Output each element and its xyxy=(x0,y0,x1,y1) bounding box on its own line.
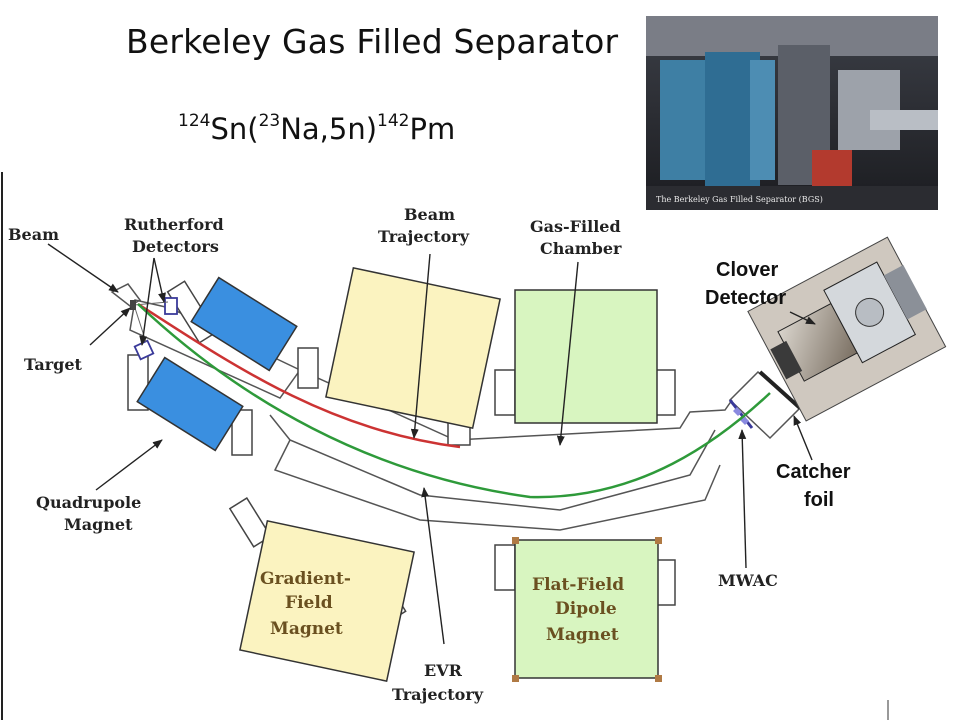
label-clover-1: Clover xyxy=(716,259,778,281)
arrow-beam xyxy=(47,243,119,293)
bgs-photo: The Berkeley Gas Filled Separator (BGS) xyxy=(646,16,938,210)
arrow-target xyxy=(89,307,131,346)
gradient-magnet-upper xyxy=(325,266,501,430)
gradient-field-magnet xyxy=(239,519,415,683)
label-evr-1: EVR xyxy=(424,661,463,680)
label-target: Target xyxy=(24,355,83,374)
dipole-magnet-upper xyxy=(514,289,658,424)
label-clover-2: Detector xyxy=(705,287,786,309)
label-flatfield-2: Dipole xyxy=(555,599,617,619)
target-symbol: Sn( xyxy=(210,112,259,146)
product-symbol: Pm xyxy=(409,112,456,146)
label-gas-chamber-1: Gas-Filled xyxy=(530,217,621,236)
arrow-quadrupole xyxy=(95,439,163,491)
reaction-equation: 124Sn(23Na,5n)142Pm xyxy=(178,112,455,146)
label-rutherford-2: Detectors xyxy=(132,237,219,256)
label-gradient-3: Magnet xyxy=(270,619,343,639)
beam-trajectory-line xyxy=(137,302,461,449)
label-beam-traj-1: Beam xyxy=(404,205,455,224)
label-beam-traj-2: Trajectory xyxy=(378,227,470,246)
label-flatfield-3: Magnet xyxy=(546,625,619,645)
arrow-gas-chamber xyxy=(556,261,579,446)
arrow-clover xyxy=(789,311,816,325)
label-gradient-1: Gradient- xyxy=(260,569,351,589)
clover-detector-photo xyxy=(747,236,947,422)
target-mass-number: 124 xyxy=(178,111,211,132)
label-mwac: MWAC xyxy=(718,571,778,590)
evr-trajectory-line xyxy=(137,303,771,499)
arrow-catcher xyxy=(793,415,813,461)
arrow-evr-trajectory xyxy=(421,487,445,645)
photo-caption: The Berkeley Gas Filled Separator (BGS) xyxy=(656,195,823,204)
arrow-mwac xyxy=(738,429,747,569)
label-gas-chamber-2: Chamber xyxy=(540,239,622,258)
label-evr-2: Trajectory xyxy=(392,685,484,704)
quadrupole-magnets xyxy=(136,276,298,452)
rutherford-detector-1 xyxy=(164,297,178,315)
product-mass-number: 142 xyxy=(377,111,410,132)
slide-title: Berkeley Gas Filled Separator xyxy=(126,22,619,61)
quadrupole-lower xyxy=(136,356,244,452)
label-quadrupole-1: Quadrupole xyxy=(36,493,141,512)
label-flatfield-1: Flat-Field xyxy=(532,575,624,595)
label-catcher-2: foil xyxy=(804,489,834,511)
label-quadrupole-2: Magnet xyxy=(64,515,133,534)
label-catcher-1: Catcher xyxy=(776,461,851,483)
quadrupole-upper xyxy=(190,276,298,372)
label-beam: Beam xyxy=(8,225,59,244)
arrow-beam-trajectory xyxy=(410,253,431,439)
beam-symbol: Na,5n) xyxy=(280,112,378,146)
beam-mass-number: 23 xyxy=(258,111,281,132)
flat-field-dipole-magnet xyxy=(512,537,662,682)
label-rutherford-1: Rutherford xyxy=(124,215,224,234)
leader-arrows xyxy=(47,243,816,645)
label-gradient-2: Field xyxy=(285,593,333,613)
